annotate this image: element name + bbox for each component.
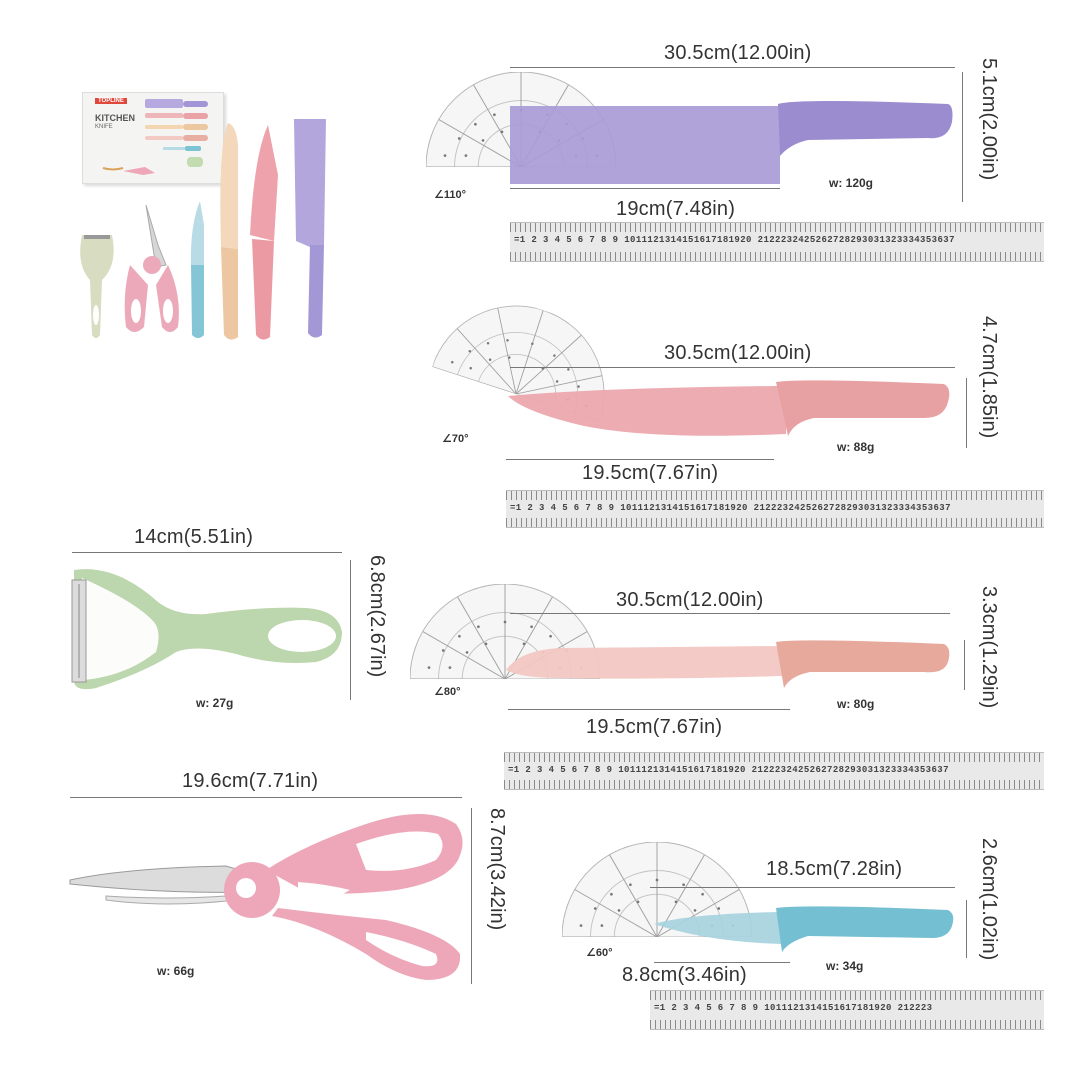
scissors-illustration [69, 814, 463, 980]
peeler-weight: w: 27g [196, 696, 234, 710]
bread-weight: w: 80g [837, 697, 875, 711]
scissors-width-label: 8.7cm(3.42in) [486, 808, 508, 931]
paring-length-line [650, 887, 955, 888]
bread-blade-label: 19.5cm(7.67in) [586, 716, 723, 738]
scissors-length-line [70, 797, 462, 798]
paring-weight: w: 34g [826, 959, 864, 973]
cleaver-angle: ∠110° [434, 189, 467, 201]
box-brand-label: TOPLINE [95, 98, 127, 104]
cleaver-length-label: 30.5cm(12.00in) [664, 42, 812, 64]
paring-blade-label: 8.8cm(3.46in) [622, 964, 747, 986]
scissors-width-line [471, 808, 472, 984]
cleaver-width-line [962, 72, 963, 202]
chef-blade-line [506, 459, 774, 460]
paring-width-line [966, 900, 967, 958]
peeler-length-label: 14cm(5.51in) [134, 526, 254, 548]
chef-knife [508, 380, 950, 436]
chef-blade-label: 19.5cm(7.67in) [582, 462, 719, 484]
box-subtitle: KNIFE [95, 124, 113, 130]
chef-angle: ∠70° [442, 433, 469, 445]
cleaver-ruler: =1 2 3 4 5 6 7 8 9 101112131415161718192… [510, 222, 1044, 262]
cleaver-knife [510, 101, 953, 184]
chef-weight: w: 88g [837, 440, 875, 454]
chef-length-line [510, 367, 955, 368]
paring-blade-line [654, 962, 790, 963]
chef-length-label: 30.5cm(12.00in) [664, 342, 812, 364]
product-box-thumbnail: TOPLINE KITCHEN KNIFE [82, 92, 224, 184]
bread-knife [506, 640, 950, 688]
bread-length-line [510, 613, 950, 614]
scissors-length-label: 19.6cm(7.71in) [182, 770, 319, 792]
scissors-weight: w: 66g [157, 964, 195, 978]
cleaver-blade-label: 19cm(7.48in) [616, 198, 736, 220]
bread-width-label: 3.3cm(1.29in) [978, 586, 1000, 709]
box-title: KITCHEN [95, 113, 135, 123]
bread-blade-line [508, 709, 790, 710]
chef-width-line [966, 378, 967, 448]
peeler-width-label: 6.8cm(2.67in) [366, 555, 388, 678]
cleaver-blade-line [510, 188, 780, 189]
chef-width-label: 4.7cm(1.85in) [978, 316, 1000, 439]
bread-ruler: =1 2 3 4 5 6 7 8 9 101112131415161718192… [504, 752, 1044, 790]
peeler-illustration [71, 569, 342, 690]
box-knives-illustration [102, 99, 208, 175]
cleaver-length-line [510, 67, 955, 68]
paring-ruler: =1 2 3 4 5 6 7 8 9 101112131415161718192… [650, 990, 1044, 1030]
paring-knife [654, 906, 954, 952]
peeler-width-line [350, 560, 351, 700]
bread-angle: ∠80° [434, 686, 461, 698]
paring-width-label: 2.6cm(1.02in) [978, 838, 1000, 961]
chef-ruler: =1 2 3 4 5 6 7 8 9 101112131415161718192… [506, 490, 1044, 528]
bread-width-line [964, 640, 965, 690]
cleaver-weight: w: 120g [829, 176, 874, 190]
bread-length-label: 30.5cm(12.00in) [616, 589, 764, 611]
paring-length-label: 18.5cm(7.28in) [766, 858, 903, 880]
product-set-illustration [80, 119, 326, 340]
peeler-length-line [72, 552, 342, 553]
cleaver-width-label: 5.1cm(2.00in) [978, 58, 1000, 181]
paring-angle: ∠60° [586, 947, 613, 959]
